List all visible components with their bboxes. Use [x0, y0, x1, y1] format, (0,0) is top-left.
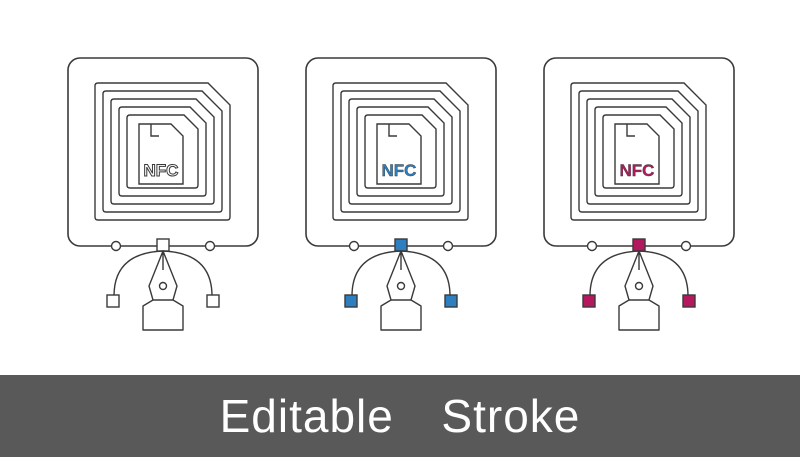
pen-nib-icon — [618, 250, 660, 331]
antenna-coil — [356, 106, 445, 197]
chip-lead — [388, 124, 397, 137]
antenna-coil — [602, 114, 675, 189]
chip-outline — [138, 123, 184, 185]
handle-circle-right — [442, 240, 454, 252]
anchor-square-left — [106, 294, 120, 308]
antenna-coil — [110, 98, 215, 205]
nfc-label: NFC — [144, 161, 179, 180]
handle-circle-right — [204, 240, 216, 252]
nfc-label: NFC — [620, 161, 655, 180]
antenna-coil — [102, 90, 223, 213]
icon-row: NFC NFC NFC — [67, 57, 735, 331]
antenna-coil — [94, 82, 231, 221]
pen-nib-icon — [380, 250, 422, 331]
anchor-square-right — [444, 294, 458, 308]
antenna-coil — [118, 106, 207, 197]
antenna-coil — [570, 82, 707, 221]
anchor-square-left — [344, 294, 358, 308]
pen-nib-hole — [634, 281, 644, 291]
handle-circle-left — [586, 240, 598, 252]
anchor-square-left — [582, 294, 596, 308]
handle-circle-left — [110, 240, 122, 252]
antenna-coil — [348, 98, 453, 205]
antenna-coil — [340, 90, 461, 213]
antenna-coil — [594, 106, 683, 197]
banner: Editable Stroke — [0, 375, 800, 457]
chip-outline — [376, 123, 422, 185]
anchor-square-top — [632, 238, 646, 252]
anchor-square-right — [682, 294, 696, 308]
antenna-coil — [586, 98, 691, 205]
anchor-square-right — [206, 294, 220, 308]
antenna-coil — [364, 114, 437, 189]
antenna-coil — [332, 82, 469, 221]
icon-stage: NFC NFC NFC — [67, 57, 735, 331]
antenna-coil — [578, 90, 699, 213]
pen-nib-hole — [158, 281, 168, 291]
chip-outline — [614, 123, 660, 185]
chip-lead — [626, 124, 635, 137]
pen-nib-icon — [142, 250, 184, 331]
nfc-tag-pen-magenta: NFC — [543, 57, 735, 331]
nfc-tag-pen-outline: NFC — [67, 57, 259, 331]
handle-circle-right — [680, 240, 692, 252]
anchor-square-top — [394, 238, 408, 252]
antenna-coil — [126, 114, 199, 189]
chip-lead — [150, 124, 159, 137]
icons-layer: NFC NFC NFC — [67, 57, 735, 331]
nfc-label: NFC — [382, 161, 417, 180]
anchor-square-top — [156, 238, 170, 252]
handle-circle-left — [348, 240, 360, 252]
nfc-tag-pen-blue: NFC — [305, 57, 497, 331]
pen-nib-hole — [396, 281, 406, 291]
banner-title: Editable Stroke — [219, 390, 581, 442]
